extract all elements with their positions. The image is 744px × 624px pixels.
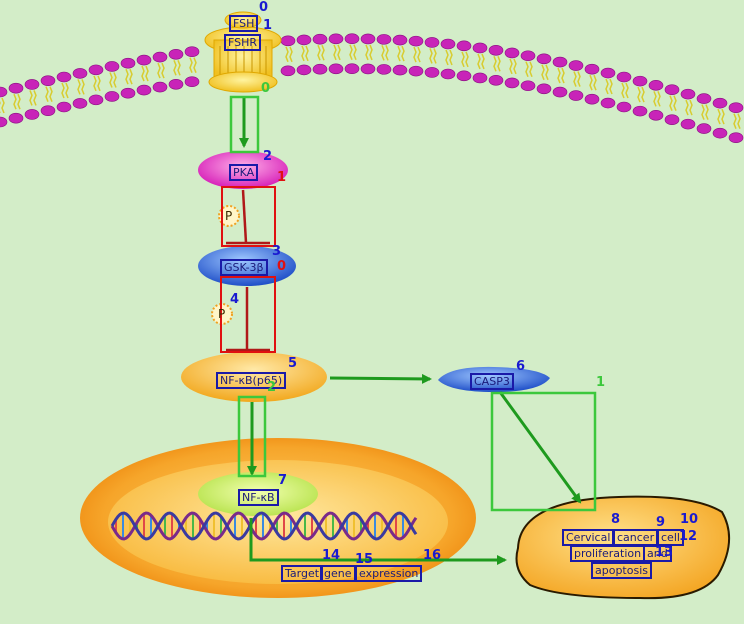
marker-blue-4: 4 <box>230 292 240 307</box>
marker-blue-1: 1 <box>263 18 273 33</box>
marker-green-1: 1 <box>596 375 606 390</box>
marker-blue-10: 10 <box>680 512 699 527</box>
marker-blue-16: 16 <box>423 548 442 563</box>
target-label: Target <box>281 565 324 582</box>
highlight-green-0 <box>229 95 260 154</box>
inhibition-gsk3b-nfkb <box>226 287 270 352</box>
nfkb-p65-shape <box>181 352 327 402</box>
marker-blue-0: 0 <box>259 0 269 15</box>
gene-label: gene <box>320 565 356 582</box>
marker-green-2: 2 <box>267 380 277 395</box>
casp3-label: CASP3 <box>470 373 514 390</box>
inhibition-pka-gsk3b <box>226 189 270 245</box>
apoptosis-label: apoptosis <box>591 562 652 579</box>
pka-label: PKA <box>229 164 259 181</box>
arrow-casp3-cell <box>498 391 582 504</box>
nfkb-nucleus-label: NF-κB <box>238 489 279 506</box>
marker-green-0: 0 <box>261 81 271 96</box>
phosphate-label-2: P <box>218 307 226 321</box>
highlight-red-0 <box>220 276 276 353</box>
nfkb-p65-label: NF-κB(p65) <box>216 372 287 389</box>
marker-blue-15: 15 <box>355 552 374 567</box>
marker-blue-2: 2 <box>263 149 273 164</box>
pka-shape <box>198 151 288 189</box>
phosphate-burst-1 <box>218 205 240 227</box>
proliferation-label: proliferation <box>570 545 646 562</box>
nfkb-nucleus-shape <box>198 472 318 516</box>
marker-red-0: 0 <box>277 259 287 274</box>
and-label: and <box>643 545 672 562</box>
marker-blue-8: 8 <box>611 512 621 527</box>
marker-blue-14: 14 <box>322 548 341 563</box>
casp3-shape <box>438 366 550 392</box>
marker-blue-9: 9 <box>656 515 666 530</box>
cervical-cell-shape <box>515 495 731 600</box>
highlight-green-2 <box>237 395 267 478</box>
gsk3b-label: GSK-3β <box>220 259 268 276</box>
marker-blue-13: 13 <box>655 545 674 560</box>
marker-blue-12: 12 <box>679 529 698 544</box>
cancer-label: cancer <box>613 529 659 546</box>
fshr-label: FSHR <box>224 34 262 51</box>
arrow-nfkb-casp3 <box>329 373 432 384</box>
highlight-green-1 <box>490 391 597 512</box>
marker-blue-5: 5 <box>288 356 298 371</box>
fsh-label: FSH <box>229 15 259 32</box>
marker-blue-7: 7 <box>278 473 288 488</box>
arrow-gene-cell <box>249 518 507 565</box>
expression-label: expression <box>355 565 423 582</box>
marker-blue-3: 3 <box>272 244 282 259</box>
highlight-red-1 <box>221 186 276 247</box>
phosphate-label-1: P <box>225 209 233 223</box>
cell-membrane <box>0 33 744 144</box>
marker-red-1: 1 <box>277 170 287 185</box>
dna-helix <box>110 511 418 541</box>
marker-blue-6: 6 <box>516 359 526 374</box>
cervical-label: Cervical <box>562 529 615 546</box>
